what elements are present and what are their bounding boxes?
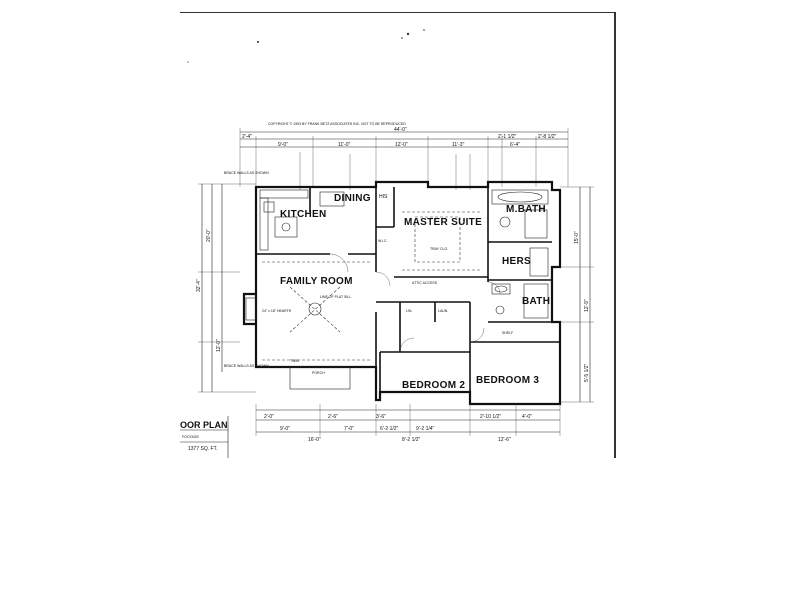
dim-bottom-6: 9'-2 1/4" — [416, 426, 435, 432]
note-laundry: LAUN. — [438, 309, 448, 313]
note-brace-walls-2: BRACE WALLS AS SHOWN — [224, 364, 269, 368]
bottom-dimensions: 16'-0" 7'-0" 9'-0" 3'-6" 6'-2 1/2" 9'-2 … — [264, 414, 532, 443]
room-porch: PORCH — [312, 371, 325, 375]
dim-left-3: 12'-0" — [216, 339, 222, 352]
title-block: OOR PLAN FOOTAGE 1377 SQ. FT. — [180, 416, 229, 458]
room-bath: BATH — [522, 296, 550, 307]
dim-right-1: 15'-0" — [574, 231, 580, 244]
scan-specks — [187, 29, 425, 63]
note-linen: LIN. — [406, 309, 412, 313]
sqft-label: FOOTAGE — [182, 435, 200, 439]
exterior-walls — [242, 180, 562, 406]
dim-bottom-8: 2'-0" — [264, 414, 274, 420]
drawing-sheet: COPYRIGHT © 1993 BY FRANK BETZ ASSOCIATE… — [180, 12, 616, 458]
dim-bottom-7: 12'-6" — [498, 437, 511, 443]
dim-right-3: 5'-5 1/2" — [584, 363, 590, 382]
room-hers: HERS — [502, 256, 531, 267]
room-m-bath: M.BATH — [506, 204, 546, 215]
right-dimensions: 15'-0" 12'-9" 5'-5 1/2" — [560, 186, 594, 403]
room-his: HIS — [379, 194, 388, 200]
dim-overall-top: 44'-0" — [394, 127, 407, 133]
dim-bottom-10: 2'-10 1/2" — [480, 414, 501, 420]
dim-top-1: 2'-4" — [242, 134, 252, 140]
floor-plan-drawing: COPYRIGHT © 1993 BY FRANK BETZ ASSOCIATE… — [180, 29, 594, 458]
dim-top-3: 11'-0" — [338, 142, 351, 148]
dim-left-2: 20'-0" — [206, 229, 212, 242]
room-kitchen: KITCHEN — [280, 209, 327, 220]
room-bedroom-3: BEDROOM 3 — [476, 375, 539, 386]
dim-bottom-1: 16'-0" — [308, 437, 321, 443]
note-attic: ATTIC ACCESS — [412, 281, 438, 285]
dim-right-2: 12'-9" — [584, 299, 590, 312]
room-family-room: FAMILY ROOM — [280, 276, 353, 287]
dim-bottom-4: 3'-6" — [376, 414, 386, 420]
sqft-value: 1377 SQ. FT. — [188, 446, 217, 452]
dim-top-4: 12'-0" — [395, 142, 408, 148]
dim-bottom-3: 9'-0" — [280, 426, 290, 432]
dim-top-2: 9'-0" — [278, 142, 288, 148]
room-bedroom-2: BEDROOM 2 — [402, 380, 465, 391]
interior-walls — [256, 187, 560, 404]
dim-bottom-5: 6'-2 1/2" — [380, 426, 399, 432]
room-dining: DINING — [334, 193, 371, 204]
dim-bottom-9: 8'-2 1/2" — [402, 437, 421, 443]
plan-title: OOR PLAN — [180, 420, 228, 430]
note-twin: TWIN — [290, 359, 299, 363]
note-wic: W.I.C. — [378, 239, 388, 243]
left-dimensions: 32'-4" 20'-0" 12'-0" BRACE WALLS AS SHOW… — [196, 171, 269, 393]
dim-top-8: 2'-8 1/2" — [538, 134, 557, 140]
note-shelf: SHELF — [502, 331, 513, 335]
note-brace-walls-1: BRACE WALLS AS SHOWN — [224, 171, 269, 175]
top-dimensions: 44'-0" 2'-4" 9'-0" 11'-0" 12'-0" 11'-3" … — [239, 127, 569, 190]
dim-top-7: 6'-4" — [510, 142, 520, 148]
dim-top-6: 2'-1 1/2" — [498, 134, 517, 140]
copyright-text: COPYRIGHT © 1993 BY FRANK BETZ ASSOCIATE… — [268, 122, 406, 126]
dim-bottom-2: 7'-0" — [344, 426, 354, 432]
notes: LINE OF PLAT SILL 24" x 18" HEARTH W.I.C… — [262, 239, 513, 363]
note-hearth: 24" x 18" HEARTH — [262, 309, 292, 313]
note-tray-ceiling: TRAY CLG. — [430, 247, 448, 251]
note-line-of-plat-sill: LINE OF PLAT SILL — [320, 295, 351, 299]
room-master-suite: MASTER SUITE — [404, 217, 482, 228]
dim-top-5: 11'-3" — [452, 142, 465, 148]
dim-bottom-11: 4'-0" — [522, 414, 532, 420]
dim-bottom-12: 2'-6" — [328, 414, 338, 420]
fixtures — [245, 189, 561, 436]
dim-left-1: 32'-4" — [196, 279, 202, 292]
room-labels: KITCHEN DINING MASTER SUITE M.BATH HIS H… — [280, 193, 550, 391]
